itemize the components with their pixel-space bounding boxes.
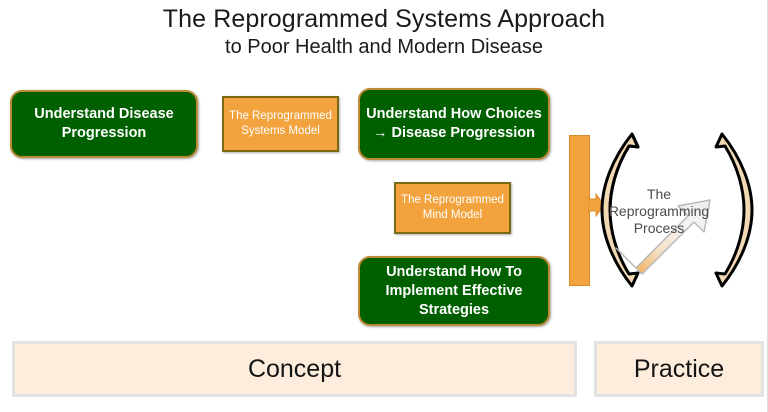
title-line-primary: The Reprogrammed Systems Approach bbox=[162, 5, 606, 33]
process-connector-bar bbox=[569, 135, 590, 286]
orange-box-reprogrammed-systems-model[interactable]: The Reprogrammed Systems Model bbox=[222, 96, 339, 152]
green-box-label: Understand How Choices → Disease Progres… bbox=[366, 106, 542, 141]
title-line-secondary: to Poor Health and Modern Disease bbox=[225, 36, 543, 58]
green-box-understand-implement-strategies[interactable]: Understand How To Implement Effective St… bbox=[358, 256, 550, 326]
arrow-right-icon bbox=[588, 193, 604, 217]
bottom-bar-label: Practice bbox=[633, 354, 725, 383]
orange-box-reprogrammed-mind-model[interactable]: The Reprogrammed Mind Model bbox=[394, 182, 511, 234]
diagonal-arrow-up-right-icon bbox=[615, 199, 711, 275]
green-box-understand-choices-disease[interactable]: Understand How Choices → Disease Progres… bbox=[358, 88, 550, 160]
curved-arrow-up-icon bbox=[600, 132, 640, 288]
reprogramming-process-cycle bbox=[600, 132, 754, 288]
bottom-bar-concept[interactable]: Concept bbox=[12, 341, 577, 397]
bottom-bar-label: Concept bbox=[247, 354, 342, 383]
curved-arrow-down-icon bbox=[714, 132, 754, 288]
page-title: The Reprogrammed Systems Approach to Poo… bbox=[0, 4, 768, 60]
orange-box-label: The Reprogrammed Mind Model bbox=[401, 194, 504, 221]
orange-box-label: The Reprogrammed Systems Model bbox=[229, 110, 332, 137]
green-box-label: Understand Disease Progression bbox=[34, 106, 174, 141]
green-box-understand-disease-progression[interactable]: Understand Disease Progression bbox=[10, 90, 198, 158]
bottom-bar-practice[interactable]: Practice bbox=[594, 341, 764, 397]
green-box-label: Understand How To Implement Effective St… bbox=[385, 263, 523, 318]
